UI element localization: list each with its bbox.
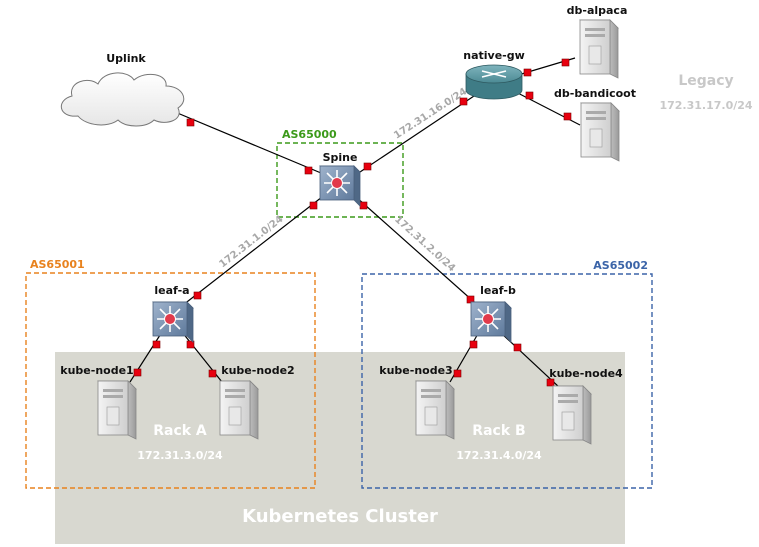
db-alpaca-label: db-alpaca: [567, 4, 628, 17]
kube-node1-server-icon[interactable]: [97, 380, 137, 440]
native-gw-router-icon[interactable]: [465, 64, 523, 100]
port: [152, 340, 161, 349]
subnet-label-spine-gw: 172.31.16.0/24: [392, 86, 469, 141]
kube-node4-label: kube-node4: [549, 367, 623, 380]
kube-node3-label: kube-node3: [379, 364, 452, 377]
kube-node1-label: kube-node1: [60, 364, 133, 377]
port: [523, 68, 532, 77]
native-gw-label: native-gw: [463, 49, 525, 62]
port: [359, 201, 368, 210]
link-spine-leaf-a: [182, 196, 323, 306]
cluster-label: Kubernetes Cluster: [242, 506, 438, 527]
uplink-label: Uplink: [106, 52, 146, 65]
subnet-label-spine-leaf-a: 172.31.1.0/24: [217, 214, 285, 271]
legacy-subnet: 172.31.17.0/24: [659, 99, 752, 112]
leaf-a-label: leaf-a: [154, 284, 189, 297]
kube-node4-server-icon[interactable]: [552, 385, 592, 445]
leaf-b-label: leaf-b: [480, 284, 516, 297]
legacy-label: Legacy: [678, 73, 733, 89]
port: [466, 295, 475, 304]
as-box-rack-b: [361, 273, 653, 489]
kube-node3-server-icon[interactable]: [415, 380, 455, 440]
ports: [133, 58, 572, 387]
uplink-cloud-icon[interactable]: [61, 72, 185, 127]
port: [186, 118, 195, 127]
port: [469, 340, 478, 349]
port: [186, 340, 195, 349]
port: [459, 97, 468, 106]
port: [453, 369, 462, 378]
port: [304, 166, 313, 175]
rack-a-subnet: 172.31.3.0/24: [137, 449, 223, 462]
as-box-rack-a: [25, 272, 316, 489]
rack-b-subnet: 172.31.4.0/24: [456, 449, 542, 462]
as-label-rack-a: AS65001: [30, 258, 85, 271]
db-bandicoot-server-icon[interactable]: [580, 102, 620, 162]
rack-a-label: Rack A: [153, 423, 207, 439]
link-spine-leaf-b: [355, 196, 483, 310]
port: [193, 291, 202, 300]
port: [546, 378, 555, 387]
leaf-b-switch-icon[interactable]: [470, 301, 512, 343]
kubernetes-cluster-area: [55, 352, 625, 544]
leaf-a-switch-icon[interactable]: [152, 301, 194, 343]
link-spine-native-gw: [359, 91, 481, 173]
subnet-label-spine-leaf-b: 172.31.2.0/24: [392, 214, 457, 274]
db-alpaca-server-icon[interactable]: [579, 19, 619, 79]
spine-switch-icon[interactable]: [319, 165, 361, 207]
port: [309, 201, 318, 210]
port: [208, 369, 217, 378]
links: [129, 57, 581, 389]
as-label-spine: AS65000: [282, 128, 337, 141]
spine-label: Spine: [323, 151, 358, 164]
port: [525, 91, 534, 100]
as-label-rack-b: AS65002: [593, 259, 648, 272]
port: [363, 162, 372, 171]
kube-node2-label: kube-node2: [221, 364, 294, 377]
port: [561, 58, 570, 67]
kube-node2-server-icon[interactable]: [219, 380, 259, 440]
as-box-spine: [276, 142, 404, 218]
db-bandicoot-label: db-bandicoot: [554, 87, 636, 100]
port: [513, 343, 522, 352]
port: [133, 368, 142, 377]
port: [563, 112, 572, 121]
rack-b-label: Rack B: [472, 423, 525, 439]
